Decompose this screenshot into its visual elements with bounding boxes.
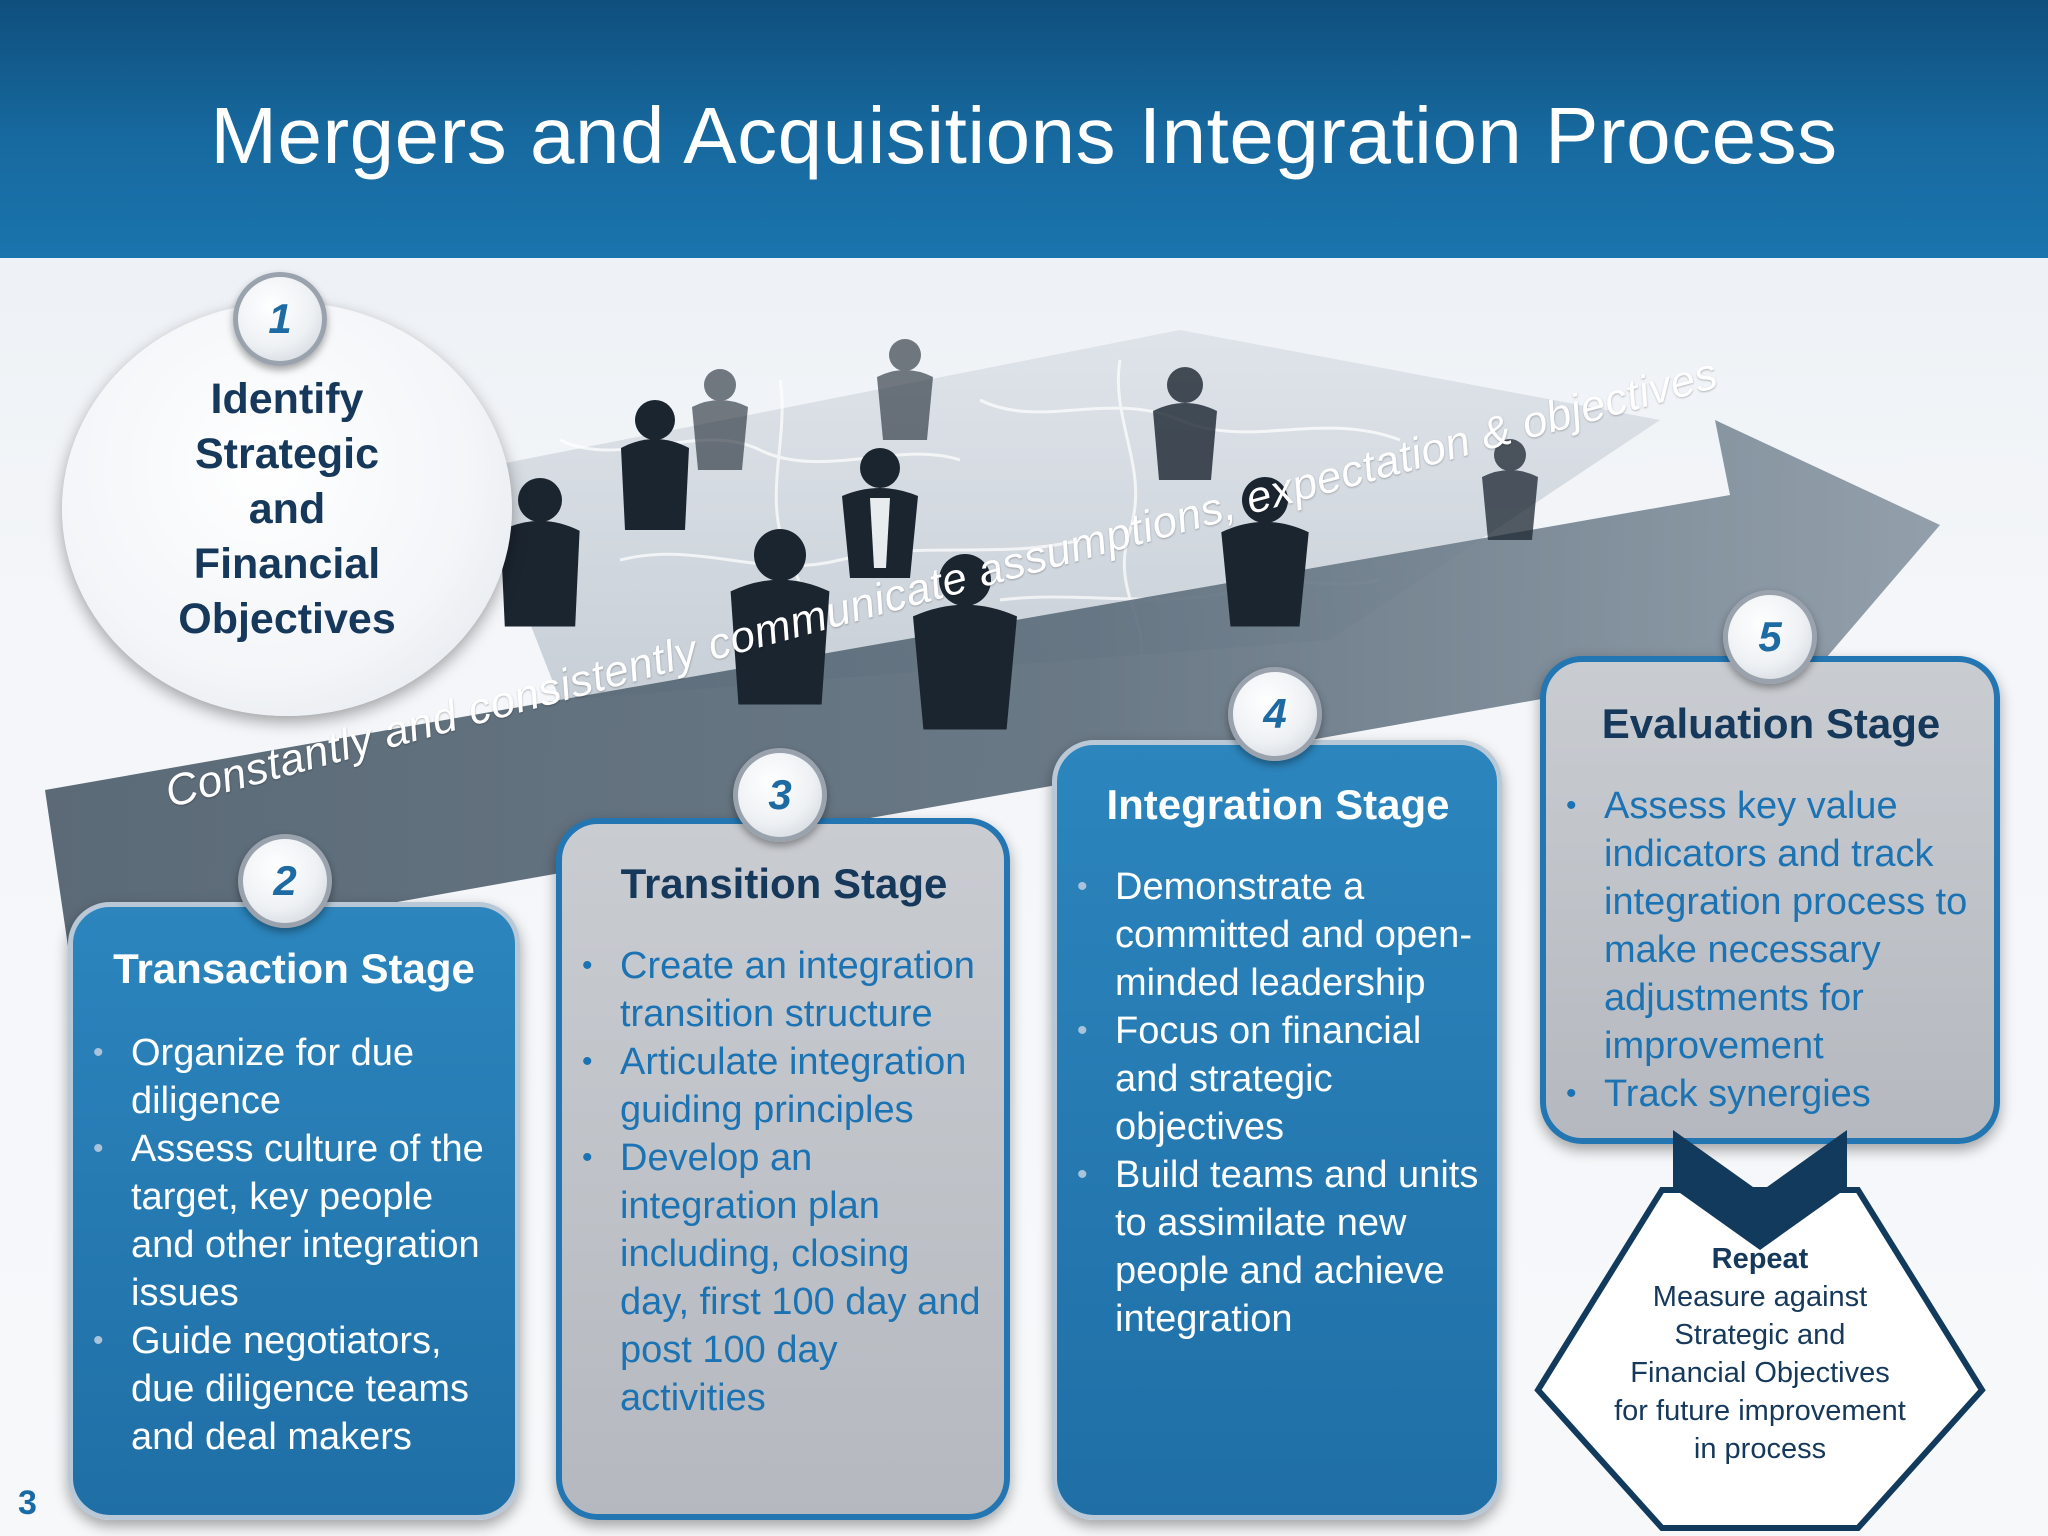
stage-item: Develop an integration plan including, c…	[582, 1134, 986, 1422]
repeat-line: in process	[1693, 1433, 1827, 1465]
stage-list: Assess key value indicators and track in…	[1566, 782, 1976, 1118]
chevron-down-icon	[1673, 1130, 1847, 1250]
page-number: 3	[18, 1484, 37, 1522]
goal-line: Objectives	[178, 594, 396, 643]
goal-text: Identify Strategic and Financial Objecti…	[137, 372, 437, 647]
stage-card-integration: Integration Stage Demonstrate a committe…	[1052, 740, 1502, 1520]
stage-list: Demonstrate a committed and open-minded …	[1077, 863, 1479, 1343]
stage-item: Organize for due diligence	[93, 1029, 495, 1125]
goal-line: and	[248, 484, 326, 533]
stage-item: Articulate integration guiding principle…	[582, 1038, 986, 1134]
stage-item: Build teams and units to assimilate new …	[1077, 1151, 1479, 1343]
stage-list: Create an integration transition structu…	[582, 942, 986, 1422]
stage-item: Demonstrate a committed and open-minded …	[1077, 863, 1479, 1007]
people-silhouettes	[500, 339, 1538, 730]
slide-title: Mergers and Acquisitions Integration Pro…	[210, 91, 1838, 180]
stage-title: Transaction Stage	[113, 945, 475, 992]
step-badge-4: 4	[1228, 667, 1322, 761]
repeat-line: for future improvement	[1614, 1395, 1906, 1427]
stage-card-transaction: Transaction Stage Organize for due dilig…	[68, 902, 520, 1520]
goal-circle: Identify Strategic and Financial Objecti…	[62, 302, 512, 716]
stage-item: Guide negotiators, due diligence teams a…	[93, 1317, 495, 1461]
background-artwork	[45, 330, 1940, 960]
stage-item: Track synergies	[1566, 1070, 1976, 1118]
repeat-line: Measure against	[1652, 1281, 1868, 1313]
repeat-text: Repeat Measure against Strategic and Fin…	[1580, 1240, 1940, 1468]
stage-title: Integration Stage	[1106, 781, 1450, 828]
goal-line: Financial	[193, 539, 381, 588]
goal-line: Strategic	[194, 429, 379, 478]
repeat-line: Financial Objectives	[1630, 1357, 1890, 1389]
repeat-line: Strategic and	[1674, 1319, 1846, 1351]
step-badge-2: 2	[238, 834, 332, 928]
stage-title: Evaluation Stage	[1601, 700, 1941, 747]
stage-title: Transition Stage	[620, 860, 948, 907]
repeat-hexagon	[1534, 1130, 1986, 1531]
goal-line: Identify	[210, 374, 364, 423]
header-bar: Mergers and Acquisitions Integration Pro…	[0, 0, 2048, 258]
stage-card-evaluation: Evaluation Stage Assess key value indica…	[1540, 656, 2000, 1144]
repeat-title: Repeat	[1711, 1243, 1809, 1275]
stage-item: Assess culture of the target, key people…	[93, 1125, 495, 1317]
stage-list: Organize for due diligence Assess cultur…	[93, 1029, 495, 1461]
step-badge-3: 3	[733, 748, 827, 842]
step-badge-1: 1	[233, 272, 327, 366]
stage-item: Create an integration transition structu…	[582, 942, 986, 1038]
stage-item: Focus on financial and strategic objecti…	[1077, 1007, 1479, 1151]
step-badge-5: 5	[1723, 590, 1817, 684]
stage-card-transition: Transition Stage Create an integration t…	[556, 818, 1010, 1520]
stage-item: Assess key value indicators and track in…	[1566, 782, 1976, 1070]
